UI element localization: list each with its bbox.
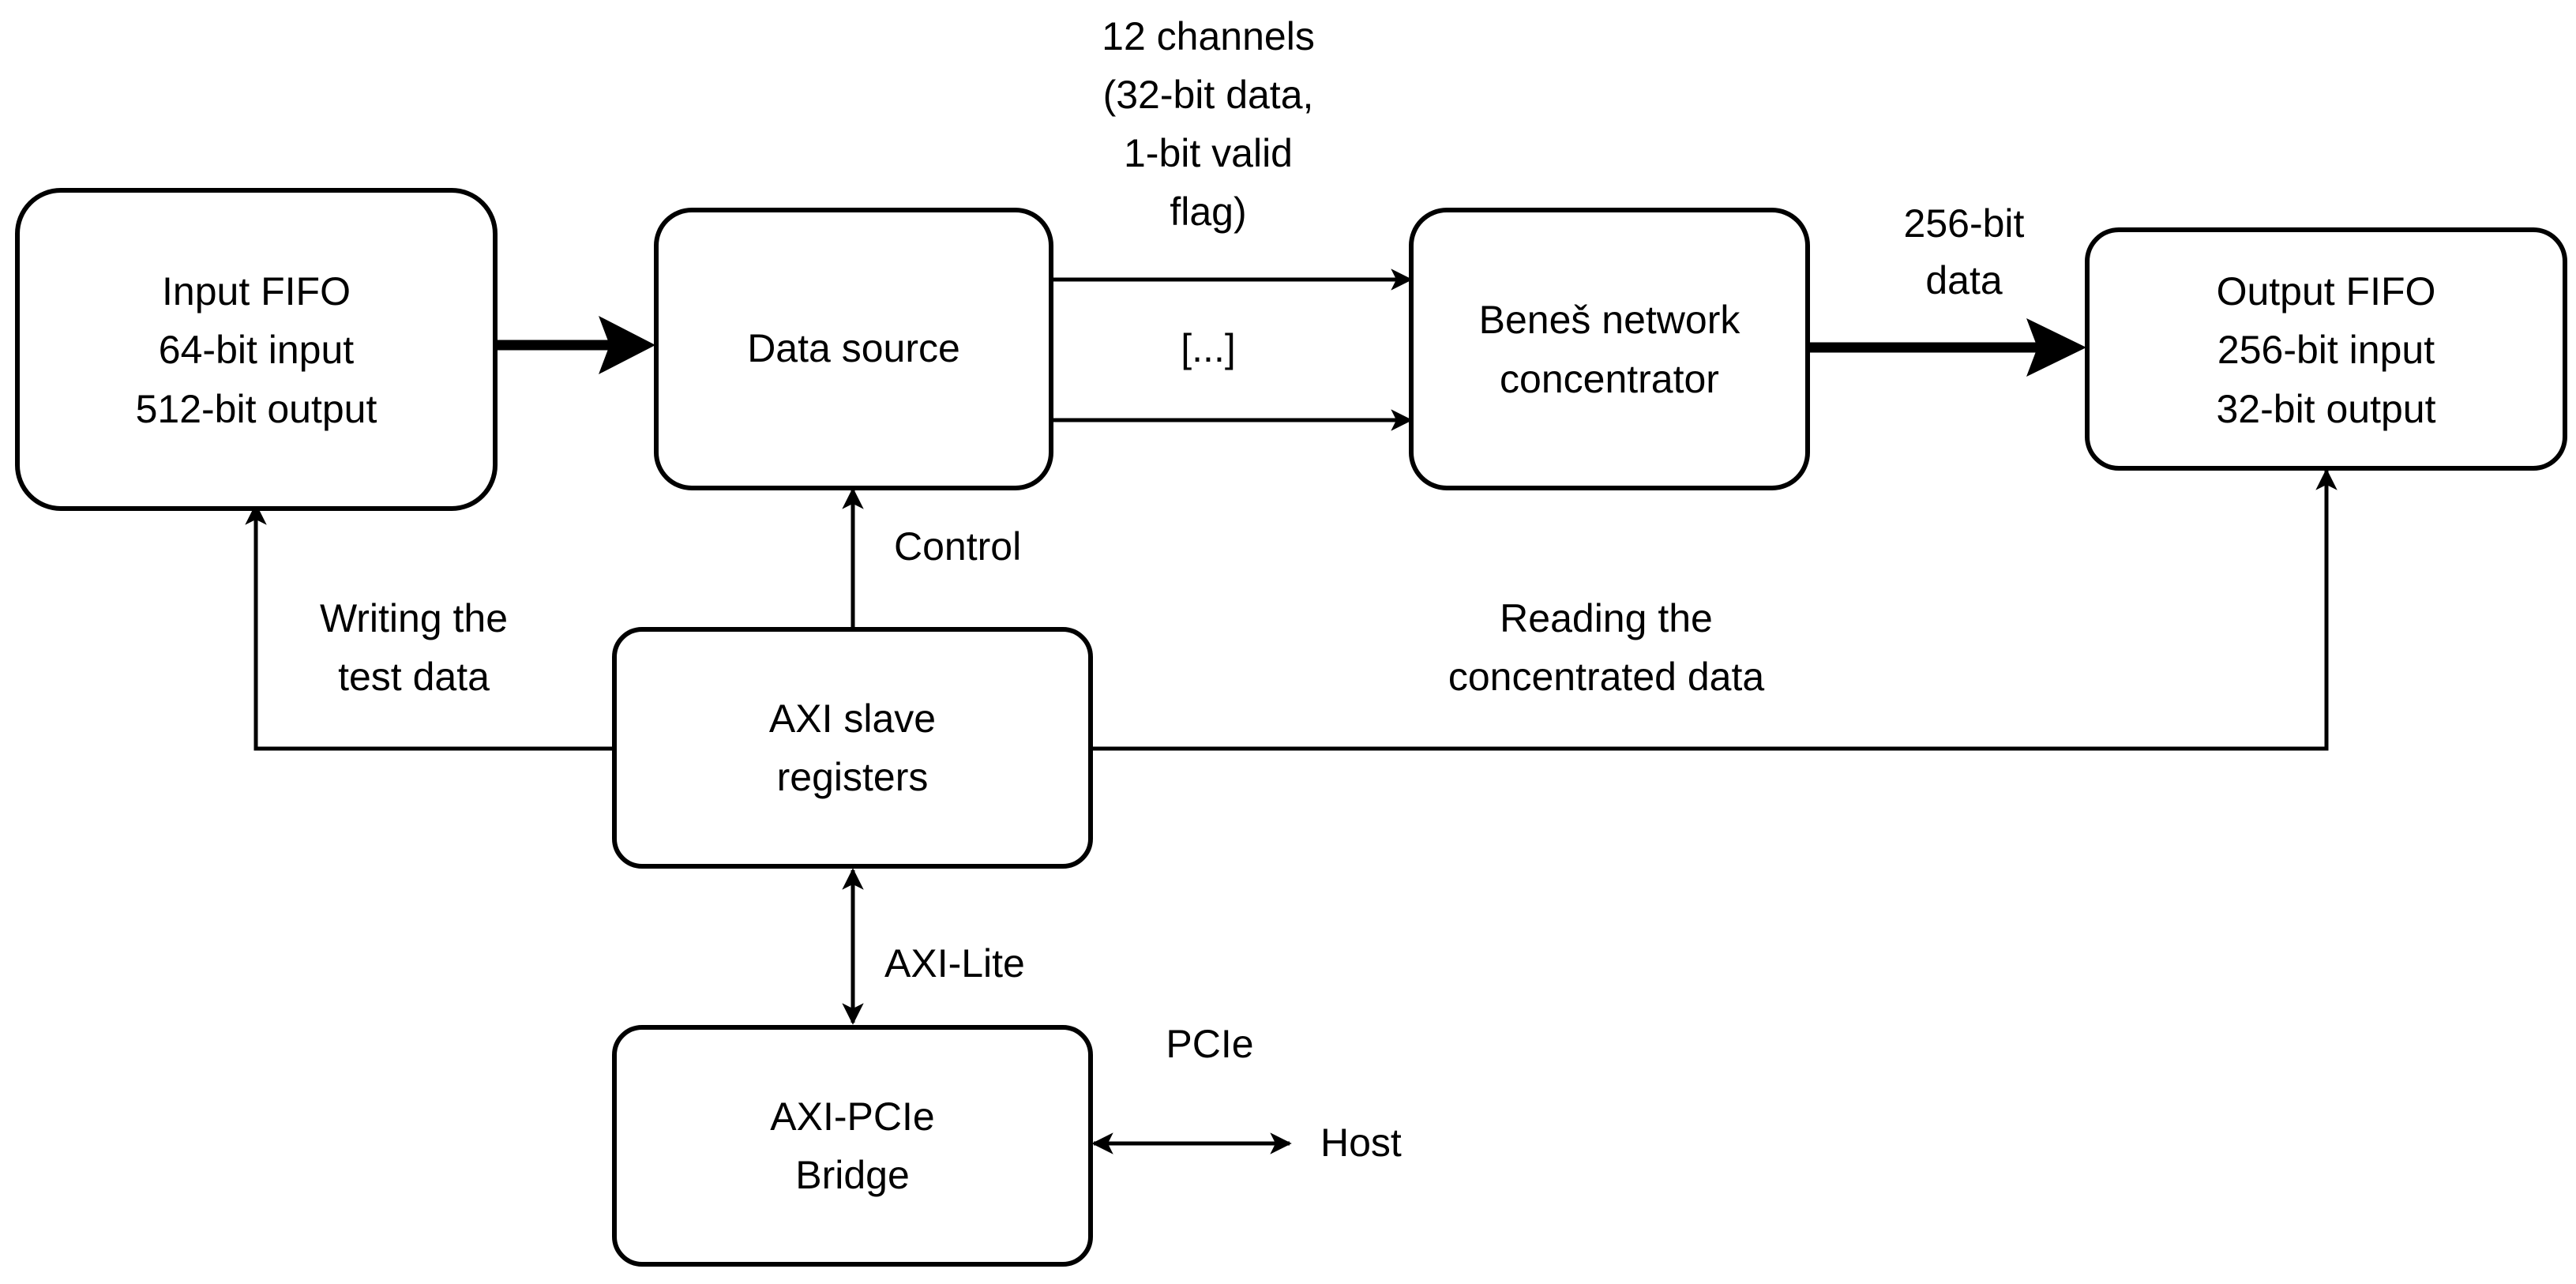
arrowhead-data-source bbox=[599, 316, 655, 374]
axi-lite-label: AXI-Lite bbox=[884, 941, 1025, 986]
arrow-writing-test-data bbox=[245, 503, 614, 751]
axi-pcie-title-line1: AXI-PCIe bbox=[770, 1094, 934, 1139]
input-fifo-input-width: 64-bit input bbox=[159, 328, 354, 372]
output-fifo-block: Output FIFO 256-bit input 32-bit output bbox=[2085, 227, 2567, 471]
benes-title-line2: concentrator bbox=[1500, 357, 1719, 401]
axi-pcie-title-line2: Bridge bbox=[795, 1153, 910, 1197]
data256-label-line1: 256-bit bbox=[1904, 201, 2025, 246]
arrow-reading-concentrated-data bbox=[1091, 468, 2338, 751]
writing-label-line1: Writing the bbox=[320, 596, 508, 640]
benes-title-line1: Beneš network bbox=[1479, 298, 1741, 342]
writing-label-line2: test data bbox=[338, 655, 490, 699]
benes-concentrator-block: Beneš network concentrator bbox=[1409, 208, 1810, 490]
connectors bbox=[245, 268, 2338, 1154]
input-fifo-block: Input FIFO 64-bit input 512-bit output bbox=[15, 188, 498, 511]
pcie-label: PCIe bbox=[1166, 1022, 1253, 1066]
data256-label-line2: data bbox=[1925, 258, 2003, 302]
reading-label-line1: Reading the bbox=[1500, 596, 1713, 640]
reading-label-line2: concentrated data bbox=[1448, 655, 1764, 699]
axi-slave-title-line2: registers bbox=[777, 755, 929, 799]
channels-label-line2: (32-bit data, bbox=[1103, 73, 1314, 117]
output-fifo-input-width: 256-bit input bbox=[2217, 328, 2435, 372]
axi-pcie-bridge-block: AXI-PCIe Bridge bbox=[612, 1025, 1093, 1267]
output-fifo-output-width: 32-bit output bbox=[2217, 387, 2436, 431]
control-label: Control bbox=[894, 524, 1021, 569]
input-fifo-title: Input FIFO bbox=[162, 269, 351, 313]
output-fifo-title: Output FIFO bbox=[2217, 269, 2436, 313]
channels-ellipsis: [...] bbox=[1181, 326, 1235, 370]
data-source-title: Data source bbox=[747, 326, 960, 370]
data-source-block: Data source bbox=[654, 208, 1053, 490]
input-fifo-output-width: 512-bit output bbox=[136, 387, 377, 431]
host-label: Host bbox=[1320, 1121, 1402, 1165]
edge-labels: 12 channels (32-bit data, 1-bit valid fl… bbox=[320, 14, 2025, 1165]
channels-label-line3: 1-bit valid bbox=[1124, 131, 1293, 175]
axi-slave-registers-block: AXI slave registers bbox=[612, 627, 1093, 869]
arrowhead-output-fifo bbox=[2026, 318, 2086, 377]
axi-slave-title-line1: AXI slave bbox=[769, 696, 936, 741]
channels-label-line1: 12 channels bbox=[1102, 14, 1315, 58]
channels-label-line4: flag) bbox=[1170, 190, 1246, 234]
